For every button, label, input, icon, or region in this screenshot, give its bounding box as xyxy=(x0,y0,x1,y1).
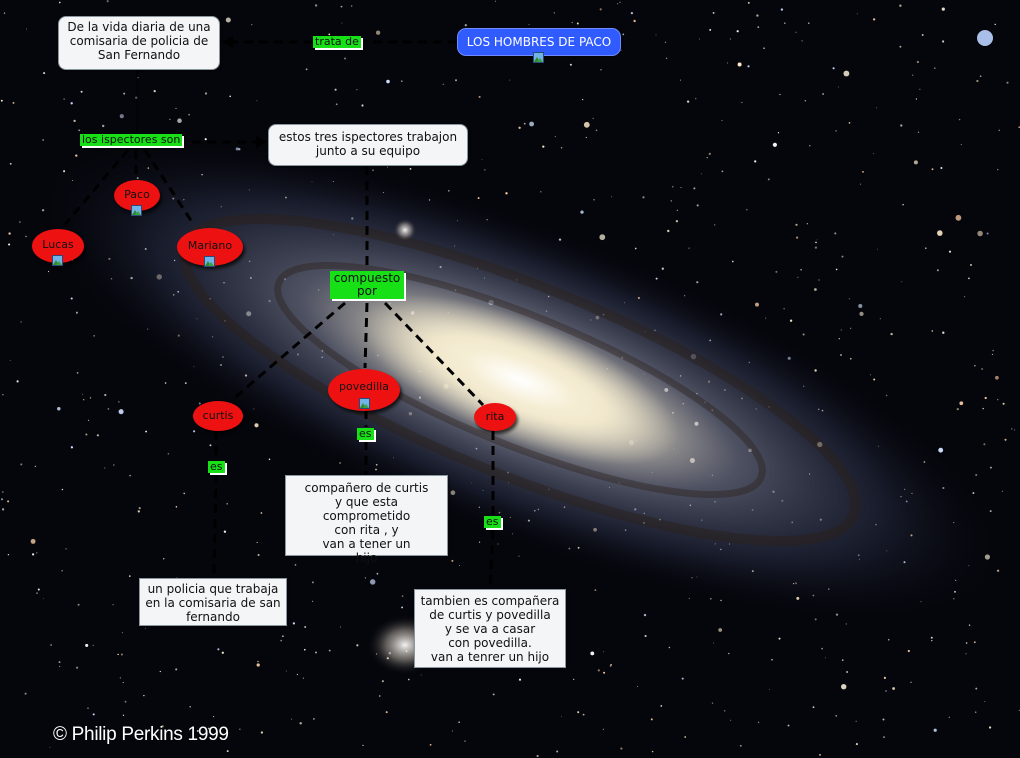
concept-text-line: con povedilla. xyxy=(419,636,561,650)
concept-label: LOS HOMBRES DE PACO xyxy=(467,35,611,49)
concept-text-line: hijo xyxy=(290,551,443,565)
concept-desc-povedilla[interactable]: compañero de curtis y que esta compromet… xyxy=(285,475,448,556)
concept-text-line: y que esta comprometido xyxy=(290,495,443,523)
linking-phrase-es-povedilla[interactable]: es xyxy=(357,428,374,440)
oval-label: rita xyxy=(474,410,516,423)
concept-tres-inspectores[interactable]: estos tres ispectores trabajon junto a s… xyxy=(268,124,468,166)
photo-credit: © Philip Perkins 1999 xyxy=(53,724,229,746)
concept-comisaria[interactable]: De la vida diaria de una comisaria de po… xyxy=(58,16,220,70)
image-resource-icon[interactable] xyxy=(204,256,215,267)
image-resource-icon[interactable] xyxy=(533,52,544,63)
concept-desc-rita[interactable]: tambien es compañera de curtis y povedil… xyxy=(414,589,566,668)
linking-phrase-es-curtis[interactable]: es xyxy=(208,461,225,473)
concept-text-line: van a tenrer un hijo xyxy=(419,650,561,664)
concept-text-line: un policia que trabaja xyxy=(144,582,282,596)
concept-text-line: compañero de curtis xyxy=(290,481,443,495)
oval-label: Paco xyxy=(114,188,160,201)
concept-curtis[interactable]: curtis xyxy=(193,401,243,431)
linking-label: es xyxy=(359,427,372,440)
edge-es-desc-curtis xyxy=(214,474,216,577)
concept-text-line: De la vida diaria de una xyxy=(63,20,215,34)
linking-phrase-los-ispectores-son[interactable]: los ispectores son xyxy=(80,134,182,146)
concept-text-line: San Fernando xyxy=(63,48,215,62)
oval-label: curtis xyxy=(193,409,243,422)
concept-desc-curtis[interactable]: un policia que trabaja en la comisaria d… xyxy=(139,578,287,626)
oval-label: Mariano xyxy=(177,239,243,252)
arrowhead-tres xyxy=(256,136,267,148)
concept-text-line: fernando xyxy=(144,610,282,624)
linking-label: los ispectores son xyxy=(82,133,180,146)
linking-label: es xyxy=(210,460,223,473)
linking-label: es xyxy=(486,515,499,528)
concept-text-line: comisaria de policia de xyxy=(63,34,215,48)
linking-phrase-compuesto-por[interactable]: compuesto por xyxy=(330,271,404,299)
edge-compuesto-povedilla xyxy=(365,303,367,368)
image-resource-icon[interactable] xyxy=(131,205,142,216)
concept-text-line: van a tener un xyxy=(290,537,443,551)
concept-rita[interactable]: rita xyxy=(474,403,516,431)
linking-phrase-es-rita[interactable]: es xyxy=(484,516,501,528)
concept-text-line: con rita , y xyxy=(290,523,443,537)
image-resource-icon[interactable] xyxy=(52,255,63,266)
concept-text-line: en la comisaria de san xyxy=(144,596,282,610)
concept-text-line: de curtis y povedilla xyxy=(419,608,561,622)
linking-phrase-trata-de[interactable]: trata de xyxy=(313,36,361,48)
arrowhead-comisaria xyxy=(222,36,233,48)
image-resource-icon[interactable] xyxy=(359,398,370,409)
linking-label: trata de xyxy=(315,35,359,48)
edge-es-desc-rita xyxy=(490,530,493,588)
linking-label: por xyxy=(332,285,402,298)
concept-text-line: junto a su equipo xyxy=(273,144,463,158)
oval-label: povedilla xyxy=(328,380,400,393)
concept-text-line: y se va a casar xyxy=(419,622,561,636)
concept-text-line: tambien es compañera xyxy=(419,594,561,608)
concept-text-line: estos tres ispectores trabajon xyxy=(273,130,463,144)
oval-label: Lucas xyxy=(32,238,84,251)
